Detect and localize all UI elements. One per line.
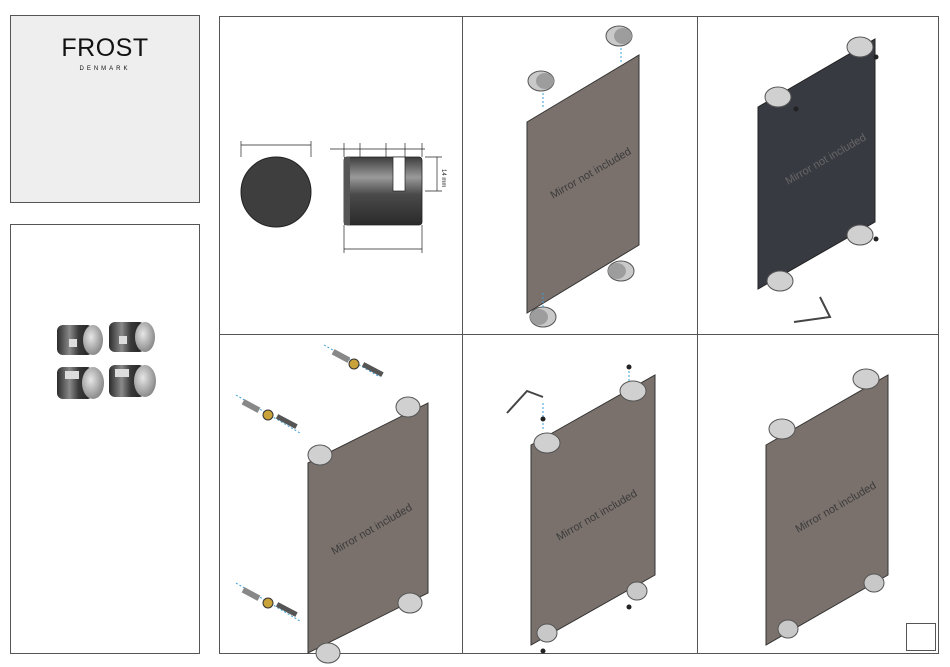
mirror-holder-icon (765, 87, 791, 107)
step-3-mark-wall: Mirror not included (698, 17, 940, 334)
product-holders-image (11, 225, 201, 655)
screw-icon (541, 417, 546, 422)
brand-panel: FROST DENMARK (10, 15, 200, 203)
brand-logo: FROST (11, 34, 199, 63)
allen-key-icon (507, 391, 543, 413)
slot-dimension-label: 14 mm (440, 169, 446, 187)
product-panel (10, 224, 200, 654)
mirror-holder-icon (530, 307, 556, 327)
mirror-holder-icon (864, 574, 884, 592)
screw-icon (874, 237, 879, 242)
mirror-holder-icon (767, 271, 793, 291)
mirror-holder-icon (606, 26, 632, 46)
holder-icon (109, 365, 156, 397)
holder-front-view (241, 157, 311, 227)
allen-key-icon (794, 297, 830, 322)
mirror-holder-icon (396, 397, 420, 417)
instruction-grid: 14 mm Mirror not included (219, 16, 939, 654)
screw-icon (627, 365, 632, 370)
screw-icon (541, 649, 546, 654)
mirror-holder-icon (853, 369, 879, 389)
mirror-holder-icon (608, 261, 634, 281)
mirror-holder-icon (847, 37, 873, 57)
wall-plug-icon (236, 395, 300, 433)
mirror-holder-icon (769, 419, 795, 439)
brand-tagline: DENMARK (11, 66, 199, 72)
holder-icon (57, 325, 103, 355)
step-4-wall-plugs: Mirror not included (220, 335, 462, 655)
mirror-holder-icon (847, 225, 873, 245)
mirror-holder-icon (308, 445, 332, 465)
page-number-box (906, 623, 936, 651)
mirror-holder-icon (620, 381, 646, 401)
wall-plug-icon (324, 345, 384, 377)
mirror-holder-icon (778, 620, 798, 638)
step-2-place-holders: Mirror not included (463, 17, 697, 334)
screw-icon (627, 605, 632, 610)
mirror-holder-icon (398, 593, 422, 613)
holder-side-view (344, 157, 422, 225)
mirror-holder-icon (528, 71, 554, 91)
step-1-dimensions: 14 mm (220, 17, 462, 334)
screw-icon (874, 55, 879, 60)
holder-icon (57, 367, 104, 399)
mirror-holder-icon (534, 433, 560, 453)
screw-icon (794, 107, 799, 112)
mirror-holder-icon (316, 643, 340, 663)
step-6-finished: Mirror not included (698, 335, 940, 655)
mirror-holder-icon (627, 582, 647, 600)
wall-plug-icon (236, 583, 300, 621)
step-5-fasten: Mirror not included (463, 335, 697, 655)
mirror-holder-icon (537, 624, 557, 642)
holder-icon (109, 322, 155, 352)
